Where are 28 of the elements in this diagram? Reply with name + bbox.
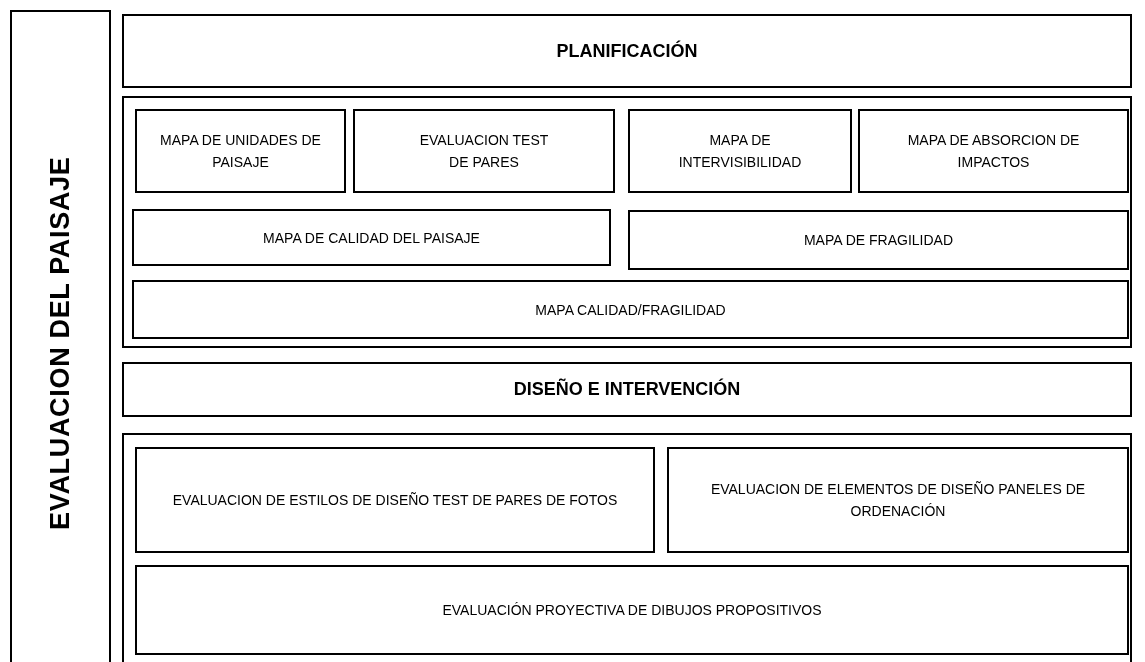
- map-box: [858, 109, 1129, 193]
- box-label: MAPA CALIDAD/FRAGILIDAD: [535, 300, 726, 320]
- title-text: EVALUACION DEL PAISAJE: [44, 156, 77, 530]
- group-frame: [122, 96, 1132, 348]
- box-label: MAPA DE ABSORCION DE IMPACTOS: [906, 131, 1081, 172]
- map-box: [135, 565, 1129, 655]
- box-label: EVALUACION TEST DE PARES: [418, 131, 550, 172]
- section-title: DISEÑO E INTERVENCIÓN: [513, 377, 741, 401]
- map-box: [135, 447, 655, 553]
- map-box: [353, 109, 615, 193]
- box-label: EVALUACION DE ELEMENTOS DE DISEÑO PANELES DE ORDENACIÓN: [709, 480, 1087, 521]
- section-header: [122, 14, 1132, 88]
- map-box: [667, 447, 1129, 553]
- map-box: [135, 109, 346, 193]
- box-label: EVALUACION DE ESTILOS DE DISEÑO TEST DE PARES DE FOTOS: [172, 491, 618, 510]
- box-label: MAPA DE FRAGILIDAD: [803, 231, 954, 250]
- box-label: MAPA DE UNIDADES DE PAISAJE: [159, 131, 322, 172]
- box-label: MAPA DE CALIDAD DEL PAISAJE: [263, 228, 480, 248]
- map-box: [628, 109, 852, 193]
- box-label: MAPA DE INTERVISIBILIDAD: [677, 131, 803, 172]
- map-box: [628, 210, 1129, 270]
- map-box: [132, 209, 611, 266]
- title-panel: [10, 10, 111, 662]
- box-label: EVALUACIÓN PROYECTIVA DE DIBUJOS PROPOSITIVOS: [442, 601, 822, 620]
- section-header: [122, 362, 1132, 417]
- section-title: PLANIFICACIÓN: [556, 39, 698, 63]
- map-box: [132, 280, 1129, 339]
- group-frame: [122, 433, 1132, 662]
